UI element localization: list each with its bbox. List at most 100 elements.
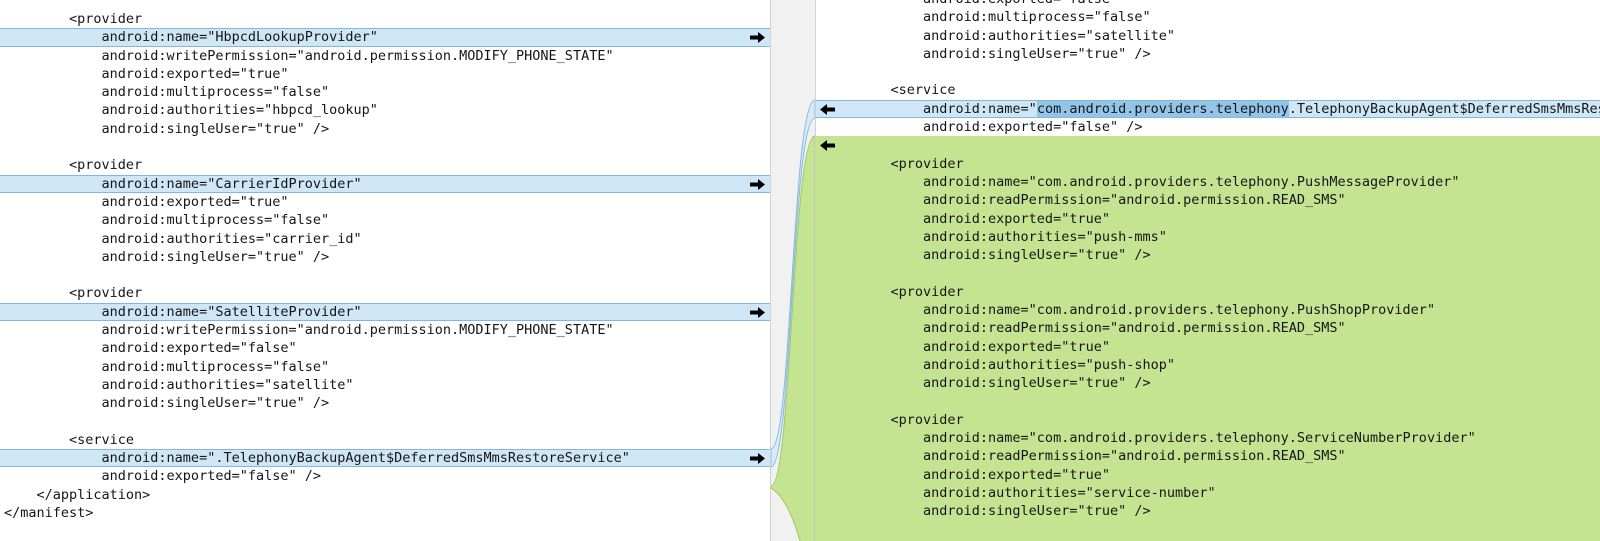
code-line[interactable]: android:multiprocess="false" <box>816 8 1600 26</box>
code-line[interactable]: android:exported="false" <box>0 339 770 357</box>
code-text <box>858 137 866 153</box>
code-line[interactable]: android:authorities="hbpcd_lookup" <box>0 101 770 119</box>
code-line[interactable]: android:name=".TelephonyBackupAgent$Defe… <box>0 449 770 468</box>
right-code-content: android:exported="false" android:multipr… <box>816 0 1600 541</box>
code-line[interactable]: android:exported="true" <box>0 65 770 83</box>
selected-text: com.android.providers.telephony <box>1036 100 1289 117</box>
code-line[interactable]: android:exported="false" <box>816 0 1600 8</box>
code-text: android:readPermission="android.permissi… <box>858 320 1346 337</box>
code-line[interactable]: android:authorities="satellite" <box>816 27 1600 45</box>
merge-right-arrow-icon[interactable] <box>749 306 766 319</box>
code-line[interactable]: </application> <box>0 486 770 504</box>
merge-right-arrow-icon[interactable] <box>749 178 766 191</box>
code-line[interactable]: android:multiprocess="false" <box>0 211 770 229</box>
code-line[interactable]: </manifest> <box>0 504 770 522</box>
diff-link-curves <box>771 99 815 541</box>
code-line[interactable]: android:singleUser="true" /> <box>816 246 1600 265</box>
code-line[interactable]: android:writePermission="android.permiss… <box>0 47 770 65</box>
code-line[interactable]: <provider <box>816 410 1600 430</box>
code-line[interactable]: android:name="com.android.providers.tele… <box>816 172 1600 192</box>
code-line[interactable]: <provider <box>0 10 770 28</box>
code-text: <provider <box>4 11 143 27</box>
code-line[interactable]: android:exported="false" /> <box>816 118 1600 136</box>
code-text: android:exported="true" <box>858 338 1110 355</box>
code-line[interactable]: android:exported="true" <box>816 209 1600 228</box>
code-line[interactable] <box>816 264 1600 283</box>
code-line[interactable] <box>816 538 1600 541</box>
code-line[interactable]: <provider <box>0 284 770 302</box>
code-text: android:writePermission="android.permiss… <box>4 322 614 339</box>
code-line[interactable]: android:name="CarrierIdProvider" <box>0 174 770 193</box>
right-code-pane[interactable]: android:exported="false" android:multipr… <box>816 0 1600 541</box>
merge-right-arrow-icon[interactable] <box>749 452 766 465</box>
code-line[interactable] <box>0 138 770 156</box>
code-line[interactable] <box>816 392 1600 411</box>
code-line[interactable]: android:exported="false" /> <box>0 467 770 485</box>
code-line[interactable]: android:singleUser="true" /> <box>0 248 770 266</box>
code-line[interactable]: android:name="com.android.providers.tele… <box>816 301 1600 320</box>
code-line[interactable]: android:authorities="carrier_id" <box>0 230 770 248</box>
code-line[interactable]: android:authorities="service-number" <box>816 484 1600 503</box>
code-line[interactable]: android:authorities="push-mms" <box>816 227 1600 247</box>
code-line[interactable]: android:singleUser="true" /> <box>0 120 770 138</box>
code-line[interactable] <box>0 266 770 284</box>
code-text: </application> <box>4 486 151 503</box>
code-text: android:authorities="satellite" <box>858 27 1175 44</box>
code-text: android:authorities="carrier_id" <box>4 230 362 247</box>
code-line[interactable]: android:exported="true" <box>816 465 1600 485</box>
code-text <box>858 522 866 538</box>
code-line[interactable]: android:singleUser="true" /> <box>816 45 1600 63</box>
code-line[interactable]: android:readPermission="android.permissi… <box>816 319 1600 338</box>
code-text: android:name="HbpcdLookupProvider" <box>4 29 378 46</box>
insert-link-curve <box>771 135 815 541</box>
code-line[interactable] <box>816 63 1600 81</box>
code-line[interactable]: android:name="SatelliteProvider" <box>0 302 770 322</box>
code-line[interactable] <box>816 520 1600 539</box>
code-text: android:name="com.android.providers.tele… <box>858 100 1600 117</box>
code-text: android:authorities="hbpcd_lookup" <box>4 102 378 119</box>
code-text: android:singleUser="true" /> <box>858 375 1151 392</box>
code-line[interactable]: android:readPermission="android.permissi… <box>816 447 1600 466</box>
merge-right-arrow-icon[interactable] <box>749 31 766 44</box>
code-text: <service <box>4 431 135 448</box>
code-text <box>858 64 866 80</box>
code-line[interactable]: android:writePermission="android.permiss… <box>0 321 770 339</box>
code-text <box>858 394 866 410</box>
code-line[interactable]: android:singleUser="true" /> <box>0 394 770 412</box>
code-line[interactable]: <provider <box>816 154 1600 173</box>
code-text: <provider <box>858 283 964 300</box>
code-line[interactable]: android:singleUser="true" /> <box>816 374 1600 393</box>
left-code-pane[interactable]: <provider android:name="HbpcdLookupProvi… <box>0 0 770 541</box>
code-line[interactable]: <provider <box>0 156 770 174</box>
code-text: android:singleUser="true" /> <box>4 248 330 265</box>
code-text: <service <box>858 82 956 99</box>
code-line[interactable]: android:authorities="satellite" <box>0 376 770 394</box>
code-line[interactable]: android:name="com.android.providers.tele… <box>816 429 1600 448</box>
code-text: android:authorities="push-shop" <box>858 356 1175 373</box>
code-line[interactable]: android:multiprocess="false" <box>0 358 770 376</box>
code-line[interactable]: android:exported="true" <box>816 337 1600 356</box>
code-line[interactable]: android:exported="true" <box>0 193 770 211</box>
code-text: android:multiprocess="false" <box>4 358 330 375</box>
code-line[interactable]: <service <box>816 81 1600 99</box>
code-text: android:multiprocess="false" <box>4 212 330 229</box>
code-text-segment: android:name=" <box>858 100 1037 117</box>
code-line[interactable] <box>816 136 1600 155</box>
left-code-content: <provider android:name="HbpcdLookupProvi… <box>0 10 770 522</box>
code-line[interactable]: android:authorities="push-shop" <box>816 355 1600 375</box>
code-line[interactable]: android:name="com.android.providers.tele… <box>816 99 1600 119</box>
code-text: <provider <box>4 285 143 302</box>
code-line[interactable]: android:singleUser="true" /> <box>816 502 1600 521</box>
code-line[interactable]: <provider <box>816 282 1600 302</box>
code-line[interactable]: android:readPermission="android.permissi… <box>816 191 1600 210</box>
code-line[interactable]: <service <box>0 431 770 449</box>
code-text <box>4 414 12 430</box>
code-line[interactable] <box>0 413 770 431</box>
merge-left-arrow-icon[interactable] <box>819 139 836 152</box>
code-line[interactable]: android:name="HbpcdLookupProvider" <box>0 28 770 47</box>
code-line[interactable]: android:multiprocess="false" <box>0 83 770 101</box>
code-text: android:authorities="service-number" <box>858 485 1216 502</box>
merge-left-arrow-icon[interactable] <box>819 103 836 116</box>
code-text: android:singleUser="true" /> <box>858 503 1151 520</box>
change-link-curve <box>771 99 815 468</box>
